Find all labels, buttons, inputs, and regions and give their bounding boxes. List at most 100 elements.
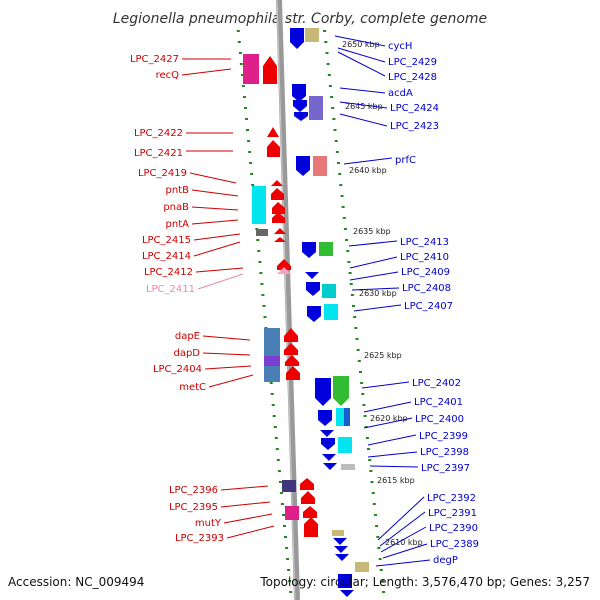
gene-arrow[interactable] bbox=[320, 430, 334, 437]
gene-block[interactable] bbox=[338, 574, 352, 588]
gene-label[interactable]: LPC_2422 bbox=[134, 128, 183, 139]
gene-arrow[interactable] bbox=[323, 463, 337, 470]
gene-arrow[interactable] bbox=[271, 188, 284, 200]
gene-arrow[interactable] bbox=[277, 267, 291, 274]
gene-label[interactable]: LPC_2402 bbox=[412, 378, 461, 389]
gene-label[interactable]: LPC_2407 bbox=[404, 301, 453, 312]
gene-arrow[interactable] bbox=[285, 355, 299, 366]
gene-label[interactable]: LPC_2411 bbox=[146, 284, 195, 295]
gene-arrow[interactable] bbox=[292, 84, 306, 102]
gene-label[interactable]: LPC_2389 bbox=[430, 539, 479, 550]
gene-label[interactable]: LPC_2410 bbox=[400, 252, 449, 263]
gene-arrow[interactable] bbox=[277, 259, 291, 270]
gene-arrow[interactable] bbox=[290, 42, 304, 49]
gene-arrow[interactable] bbox=[271, 180, 283, 186]
gene-label[interactable]: prfC bbox=[395, 155, 416, 166]
gene-label[interactable]: LPC_2429 bbox=[388, 57, 437, 68]
gene-label[interactable]: LPC_2419 bbox=[138, 168, 187, 179]
gene-block[interactable] bbox=[341, 464, 355, 470]
gene-label[interactable]: LPC_2400 bbox=[415, 414, 464, 425]
gene-label[interactable]: LPC_2421 bbox=[134, 148, 183, 159]
gene-label[interactable]: pnaB bbox=[163, 202, 189, 213]
gene-label[interactable]: LPC_2404 bbox=[153, 364, 202, 375]
gene-arrow[interactable] bbox=[322, 454, 336, 461]
gene-label[interactable]: dapD bbox=[173, 348, 200, 359]
gene-arrow[interactable] bbox=[333, 376, 349, 406]
gene-block[interactable] bbox=[338, 437, 352, 453]
gene-arrow[interactable] bbox=[340, 590, 354, 597]
gene-label[interactable]: LPC_2396 bbox=[169, 485, 218, 496]
gene-label[interactable]: pntA bbox=[166, 219, 190, 230]
gene-arrow[interactable] bbox=[263, 56, 277, 84]
gene-label[interactable]: pntB bbox=[166, 185, 190, 196]
gene-label[interactable]: LPC_2393 bbox=[175, 533, 224, 544]
gene-label[interactable]: LPC_2398 bbox=[420, 447, 469, 458]
gene-arrow[interactable] bbox=[303, 506, 317, 518]
gene-arrow[interactable] bbox=[272, 212, 285, 223]
gene-arrow[interactable] bbox=[267, 127, 279, 137]
gene-label[interactable]: LPC_2414 bbox=[142, 251, 191, 262]
gene-arrow[interactable] bbox=[267, 140, 280, 157]
gene-block[interactable] bbox=[282, 480, 296, 492]
gene-block[interactable] bbox=[313, 156, 327, 176]
gene-arrow[interactable] bbox=[301, 491, 315, 504]
gene-block[interactable] bbox=[332, 530, 344, 536]
gene-arrow[interactable] bbox=[318, 410, 332, 426]
gene-label[interactable]: LPC_2399 bbox=[419, 431, 468, 442]
gene-block[interactable] bbox=[322, 284, 336, 298]
gene-block[interactable] bbox=[324, 304, 338, 320]
gene-block[interactable] bbox=[305, 28, 319, 42]
gene-arrow[interactable] bbox=[293, 100, 307, 112]
gene-block[interactable] bbox=[319, 242, 333, 256]
gene-arrow[interactable] bbox=[305, 272, 319, 279]
gene-arrow[interactable] bbox=[284, 328, 298, 342]
gene-label[interactable]: degP bbox=[433, 555, 458, 566]
gene-arrow[interactable] bbox=[296, 156, 310, 176]
gene-arrow[interactable] bbox=[306, 282, 320, 296]
gene-arrow[interactable] bbox=[304, 517, 318, 537]
gene-block[interactable] bbox=[243, 54, 259, 84]
gene-block[interactable] bbox=[252, 186, 266, 224]
gene-label[interactable]: LPC_2412 bbox=[144, 267, 193, 278]
gene-label[interactable]: LPC_2395 bbox=[169, 502, 218, 513]
gene-arrow[interactable] bbox=[302, 242, 316, 258]
gene-block[interactable] bbox=[264, 356, 280, 366]
gene-label[interactable]: LPC_2415 bbox=[142, 235, 191, 246]
gene-arrow[interactable] bbox=[300, 478, 314, 490]
gene-label[interactable]: LPC_2424 bbox=[390, 103, 439, 114]
gene-arrow[interactable] bbox=[286, 366, 300, 380]
gene-label[interactable]: LPC_2423 bbox=[390, 121, 439, 132]
gene-arrow[interactable] bbox=[335, 554, 349, 561]
gene-label[interactable]: LPC_2392 bbox=[427, 493, 476, 504]
gene-arrow[interactable] bbox=[284, 343, 298, 355]
gene-arrow[interactable] bbox=[334, 546, 348, 553]
gene-label[interactable]: dapE bbox=[175, 331, 200, 342]
gene-block[interactable] bbox=[309, 96, 323, 120]
gene-block[interactable] bbox=[355, 562, 369, 572]
gene-arrow[interactable] bbox=[272, 202, 285, 214]
gene-block[interactable] bbox=[264, 366, 280, 382]
gene-arrow[interactable] bbox=[321, 438, 335, 450]
gene-arrow[interactable] bbox=[274, 228, 286, 234]
gene-label[interactable]: LPC_2391 bbox=[428, 508, 477, 519]
gene-arrow[interactable] bbox=[274, 237, 286, 242]
gene-label[interactable]: acdA bbox=[388, 88, 413, 99]
gene-label[interactable]: mutY bbox=[195, 518, 222, 529]
gene-block[interactable] bbox=[264, 328, 280, 356]
gene-block[interactable] bbox=[344, 408, 350, 426]
gene-label[interactable]: LPC_2413 bbox=[400, 237, 449, 248]
gene-label[interactable]: LPC_2427 bbox=[130, 54, 179, 65]
gene-arrow[interactable] bbox=[307, 306, 321, 322]
gene-label[interactable]: cycH bbox=[388, 41, 412, 52]
gene-label[interactable]: LPC_2409 bbox=[401, 267, 450, 278]
gene-block[interactable] bbox=[336, 408, 344, 426]
gene-arrow[interactable] bbox=[315, 378, 331, 406]
gene-block[interactable] bbox=[290, 28, 304, 42]
gene-label[interactable]: LPC_2397 bbox=[421, 463, 470, 474]
gene-label[interactable]: recQ bbox=[156, 70, 180, 81]
gene-label[interactable]: LPC_2390 bbox=[429, 523, 478, 534]
gene-label[interactable]: metC bbox=[179, 382, 206, 393]
gene-block[interactable] bbox=[285, 506, 299, 520]
gene-label[interactable]: LPC_2401 bbox=[414, 397, 463, 408]
gene-label[interactable]: LPC_2408 bbox=[402, 283, 451, 294]
